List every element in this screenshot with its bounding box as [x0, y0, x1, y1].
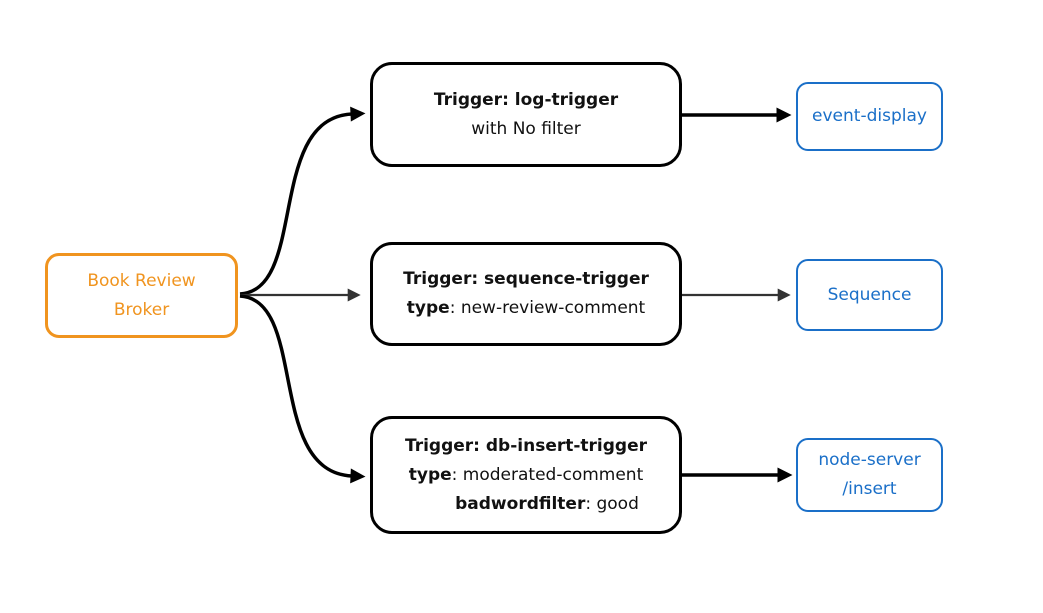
target-node-server-label-line2: /insert — [842, 479, 897, 499]
trigger-db-insert-filter-value: : good — [585, 493, 639, 514]
trigger-db-insert-detail-type: type: moderated-comment — [409, 461, 644, 490]
target-sequence-label: Sequence — [827, 284, 912, 305]
trigger-db-insert-node: Trigger: db-insert-trigger type: moderat… — [370, 416, 682, 534]
trigger-sequence-detail-value: : new-review-comment — [449, 298, 646, 318]
trigger-db-insert-type-key: type — [408, 464, 452, 485]
target-node-server-label-line1: node-server — [818, 450, 921, 470]
target-event-display-label: event-display — [812, 106, 927, 126]
trigger-log-detail-value: with No filter — [471, 118, 581, 139]
trigger-db-insert-detail-filter: badwordfilter: good — [455, 490, 639, 519]
trigger-db-insert-type-value: : moderated-comment — [451, 464, 644, 485]
trigger-log-node: Trigger: log-trigger with No filter — [370, 62, 682, 167]
trigger-log-title: Trigger: log-trigger — [433, 89, 619, 110]
broker-node: Book Review Broker — [45, 253, 238, 338]
target-event-display-node: event-display — [796, 82, 943, 151]
edge-broker-to-log-trigger — [239, 106, 366, 296]
broker-label-line1: Book Review — [87, 270, 196, 291]
target-node-server-node: node-server /insert — [796, 438, 943, 512]
target-sequence-node: Sequence — [796, 259, 943, 331]
trigger-log-detail: with No filter — [471, 115, 581, 144]
trigger-sequence-title: Trigger: sequence-trigger — [403, 269, 649, 289]
broker-label-line2: Broker — [113, 299, 170, 320]
edge-broker-to-db-insert-trigger — [239, 294, 366, 484]
trigger-db-insert-filter-key: badwordfilter — [455, 493, 586, 514]
trigger-sequence-detail-key: type — [406, 298, 450, 318]
trigger-sequence-detail: type: new-review-comment — [407, 294, 645, 323]
trigger-db-insert-title: Trigger: db-insert-trigger — [404, 435, 648, 456]
trigger-sequence-node: Trigger: sequence-trigger type: new-revi… — [370, 242, 682, 346]
